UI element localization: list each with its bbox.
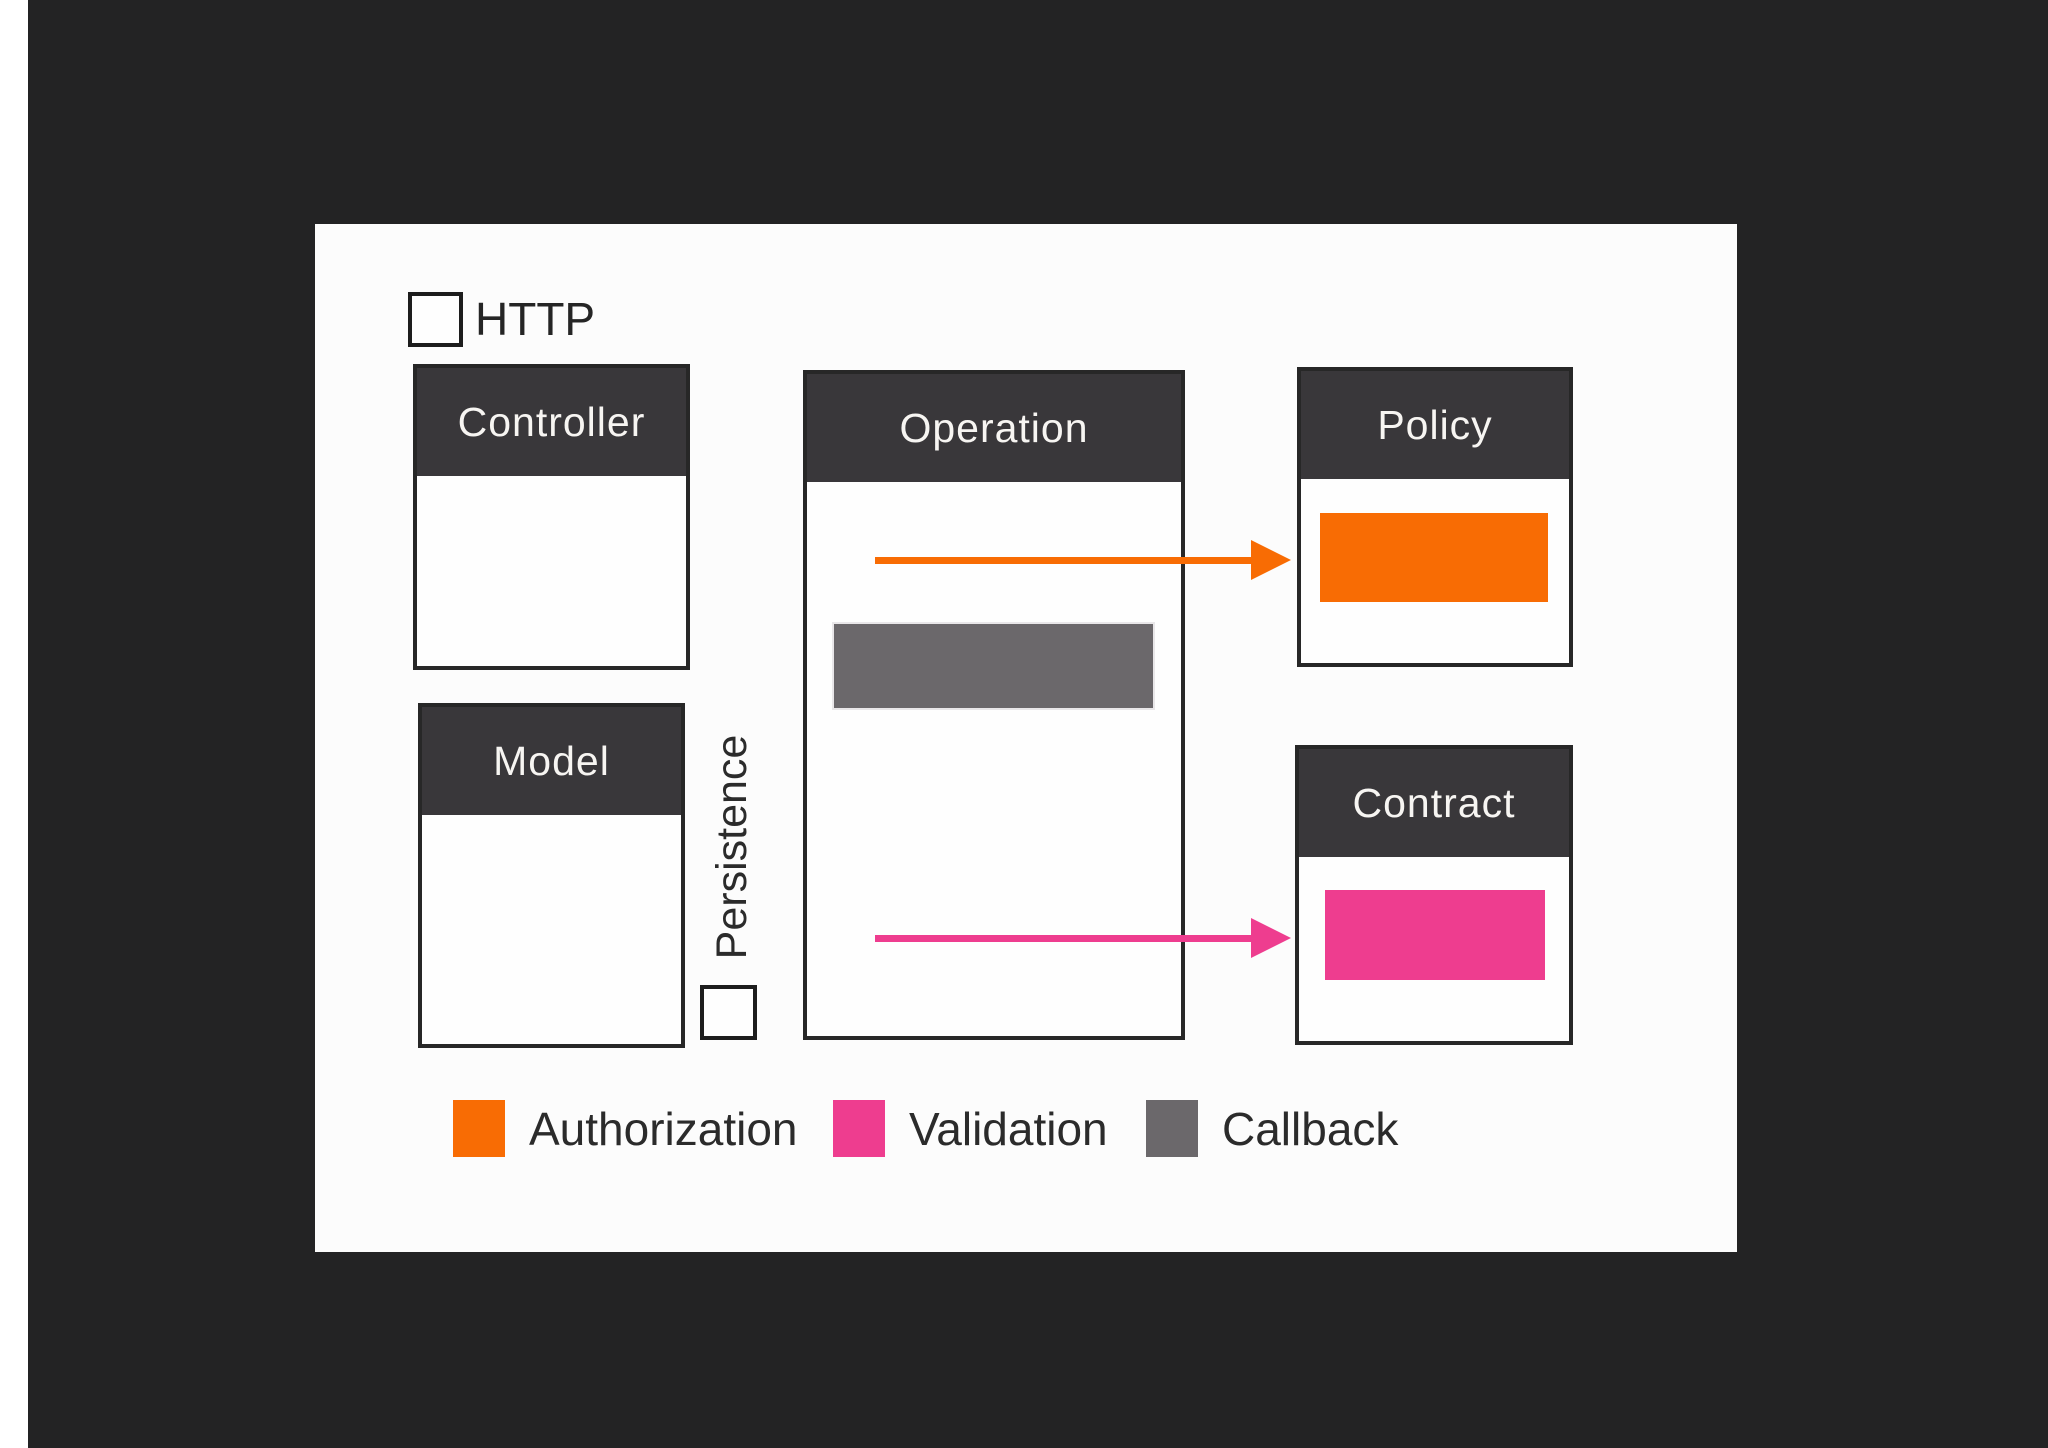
authorization-block	[1320, 513, 1548, 602]
legend-item-callback: Callback	[1146, 1100, 1398, 1157]
model-box: Model	[418, 703, 685, 1048]
slide-canvas: HTTP Controller Model Operation Policy C…	[315, 224, 1737, 1252]
legend-item-validation: Validation	[833, 1100, 1108, 1157]
model-header: Model	[422, 707, 681, 815]
callback-legend-label: Callback	[1222, 1102, 1399, 1155]
policy-header: Policy	[1301, 371, 1569, 479]
controller-box: Controller	[413, 364, 690, 670]
callback-block	[832, 622, 1155, 710]
authorization-swatch	[453, 1100, 505, 1157]
http-checkbox	[408, 292, 463, 347]
authorization-arrow-line	[875, 557, 1253, 564]
authorization-legend-label: Authorization	[529, 1102, 798, 1155]
persistence-label: Persistence	[707, 734, 756, 960]
validation-arrow-line	[875, 935, 1253, 942]
authorization-arrow-head	[1251, 540, 1291, 580]
screen-left-strip	[0, 0, 28, 1448]
validation-block	[1325, 890, 1545, 980]
contract-header: Contract	[1299, 749, 1569, 857]
legend-item-authorization: Authorization	[453, 1100, 798, 1157]
callback-swatch	[1146, 1100, 1198, 1157]
controller-header: Controller	[417, 368, 686, 476]
operation-header: Operation	[807, 374, 1181, 482]
validation-legend-label: Validation	[909, 1102, 1108, 1155]
persistence-checkbox	[700, 985, 757, 1040]
validation-swatch	[833, 1100, 885, 1157]
validation-arrow-head	[1251, 918, 1291, 958]
http-label: HTTP	[475, 293, 596, 345]
